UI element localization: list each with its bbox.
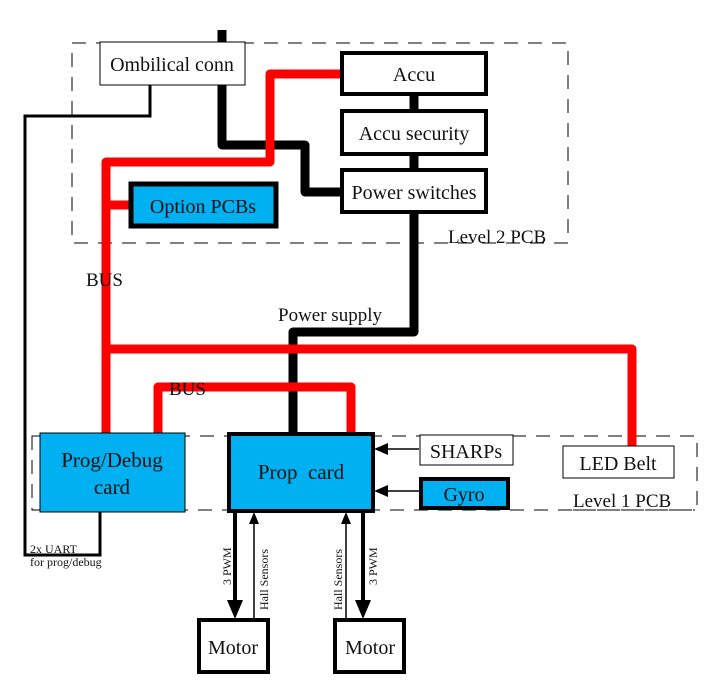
power-switches-label: Power switches — [352, 182, 477, 204]
hall-label-right: Hall Sensors — [331, 549, 345, 610]
hall-label-left: Hall Sensors — [257, 549, 271, 610]
uart-label-line1: 2x UART — [30, 542, 78, 556]
sharps-block: SHARPs — [419, 434, 514, 466]
accu-block: Accu — [340, 51, 488, 96]
power-switches-block: Power switches — [340, 168, 488, 214]
pwm-arrow-left-icon — [227, 600, 243, 619]
gyro-block: Gyro — [419, 477, 510, 510]
pwm-label-left: 3 PWM — [220, 547, 234, 585]
gyro-arrow-icon — [374, 485, 388, 497]
option-pcbs-label: Option PCBs — [150, 196, 256, 218]
gyro-label: Gyro — [443, 484, 484, 506]
hall-arrow-left-icon — [249, 512, 259, 524]
sharps-label: SHARPs — [430, 441, 502, 463]
bus-label-upper: BUS — [86, 270, 123, 291]
power-supply-label: Power supply — [278, 305, 382, 326]
prog-debug-label-line2: card — [94, 475, 131, 499]
motor-right-block: Motor — [333, 618, 406, 674]
level1-pcb-region — [31, 435, 698, 511]
hall-arrow-right-icon — [341, 512, 351, 524]
pwm-label-right: 3 PWM — [366, 547, 380, 585]
ombilical-conn-label: Ombilical conn — [110, 54, 234, 76]
led-belt-block: LED Belt — [562, 445, 675, 479]
uart-label-line2: for prog/debug — [30, 555, 102, 569]
bus-label-lower: BUS — [169, 379, 206, 400]
led-belt-label: LED Belt — [579, 453, 657, 475]
motor-left-block: Motor — [197, 618, 270, 674]
bus-wire-main — [101, 69, 342, 430]
accu-security-block: Accu security — [340, 109, 488, 156]
motor-right-label: Motor — [345, 637, 395, 659]
sharps-arrow-icon — [374, 443, 388, 455]
prop-card-label: Prop card — [258, 460, 345, 484]
power-wire-ombilical — [217, 30, 342, 197]
ombilical-conn-block: Ombilical conn — [99, 41, 246, 86]
level2-pcb-label: Level 2 PCB — [448, 227, 546, 248]
level2-pcb-region — [71, 42, 569, 244]
level1-pcb-label: Level 1 PCB — [573, 491, 671, 512]
accu-security-label: Accu security — [359, 123, 470, 145]
option-pcbs-block: Option PCBs — [128, 181, 279, 229]
prog-debug-card-block: Prog/Debug card — [39, 432, 186, 513]
prog-debug-label-line1: Prog/Debug — [61, 448, 163, 472]
prop-card-block: Prop card — [227, 432, 375, 513]
motor-left-label: Motor — [208, 637, 258, 659]
accu-label: Accu — [393, 64, 435, 86]
uart-wire-ombilical — [23, 84, 152, 557]
pwm-arrow-right-icon — [355, 600, 371, 619]
bus-wire-led — [106, 344, 637, 446]
